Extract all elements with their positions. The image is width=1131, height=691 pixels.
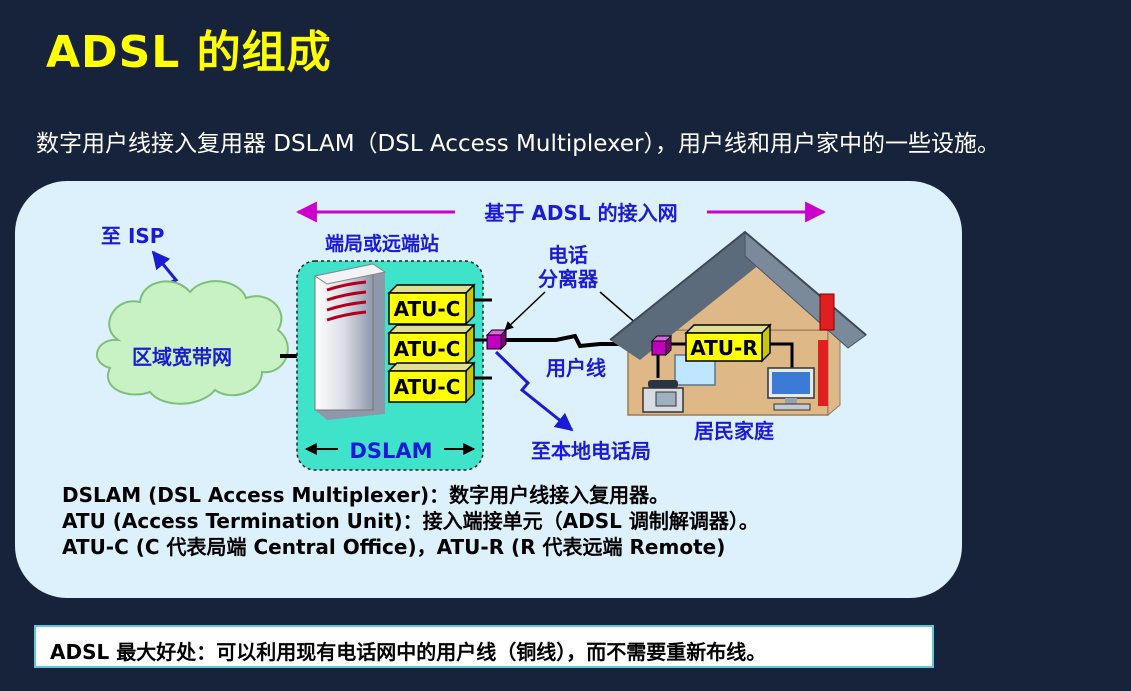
definition-atu: ATU (Access Termination Unit)：接入端接单元（ADS…: [62, 509, 759, 533]
broadband-cloud: [96, 280, 289, 405]
atu-c-label: ATU-C: [394, 337, 461, 361]
computer-icon: [767, 367, 815, 411]
atu-c-1: ATU-C: [387, 283, 476, 326]
telephone-icon: [642, 380, 684, 413]
splitter-pointer: [504, 291, 546, 331]
office-label: 端局或远端站: [325, 232, 439, 255]
definition-dslam: DSLAM (DSL Access Multiplexer)：数字用户线接入复用…: [62, 483, 670, 507]
atu-c-2: ATU-C: [387, 323, 476, 366]
slide-title: ADSL 的组成: [46, 27, 332, 78]
definitions: DSLAM (DSL Access Multiplexer)：数字用户线接入复用…: [62, 482, 759, 560]
cloud-label: 区域宽带网: [132, 345, 232, 369]
span-label: 基于 ADSL 的接入网: [484, 201, 677, 225]
atu-c-label: ATU-C: [394, 297, 461, 321]
home-label: 居民家庭: [694, 419, 774, 443]
splitter-cube: [651, 340, 667, 356]
atu-r: ATU-R: [684, 323, 772, 363]
advantage-note: ADSL 最大好处：可以利用现有电话网中的用户线（铜线），而不需要重新布线。: [34, 625, 934, 668]
local-exchange-label: 至本地电话局: [531, 439, 651, 463]
slide-subtitle: 数字用户线接入复用器 DSLAM（DSL Access Multiplexer）…: [36, 131, 1000, 157]
atu-r-label: ATU-R: [690, 336, 758, 360]
splitter-cube: [486, 334, 502, 350]
atu-c-label: ATU-C: [394, 375, 461, 399]
user-line-label: 用户线: [546, 356, 606, 380]
dslam-tower: [313, 263, 387, 420]
splitter-label-line1: 电话: [548, 243, 588, 267]
user-line: [506, 333, 655, 349]
splitter-label-line2: 分离器: [538, 267, 599, 291]
pc-link: [770, 342, 794, 368]
definition-atu-c-r: ATU-C (C 代表局端 Central Office)，ATU-R (R 代…: [62, 535, 726, 559]
local-exchange-zigzag: [494, 350, 574, 432]
atu-c-3: ATU-C: [387, 361, 476, 404]
dslam-label: DSLAM: [349, 439, 432, 463]
isp-label: 至 ISP: [101, 224, 164, 248]
